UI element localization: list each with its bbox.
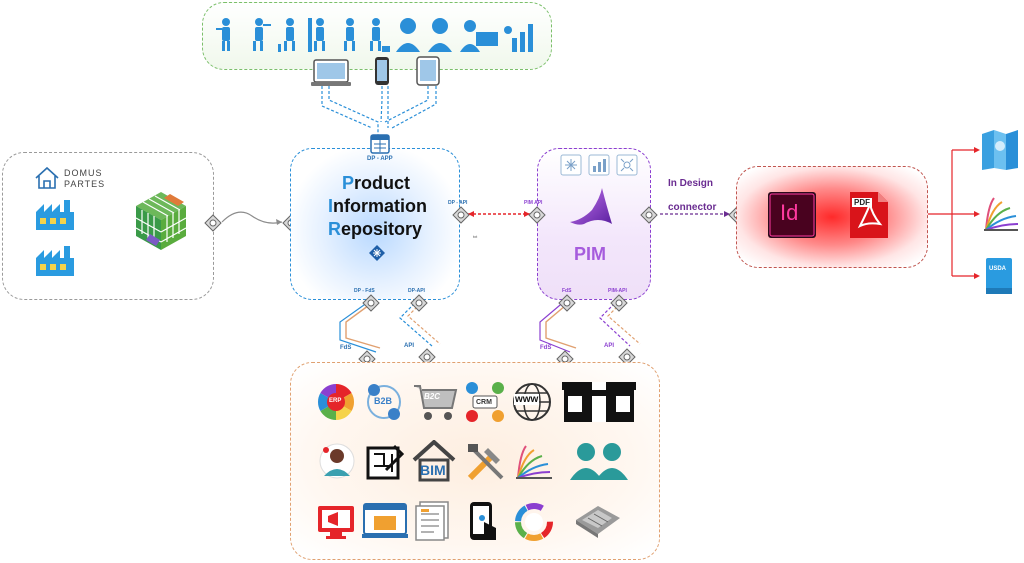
pir-title-line-2: Information xyxy=(328,196,428,216)
left-fds-label: FdS xyxy=(340,345,352,351)
pir-link-label: txt xyxy=(473,234,478,239)
right-fds-label: FdS xyxy=(540,345,552,351)
document-icon xyxy=(414,500,452,542)
link-phone-app xyxy=(380,86,383,123)
link-pim-fds-down xyxy=(539,299,571,353)
link-laptop-app xyxy=(328,86,379,136)
node-pim-right xyxy=(640,206,658,224)
b2b-label: B2B xyxy=(374,396,393,406)
erp-icon xyxy=(316,382,356,422)
node-pir-fds xyxy=(362,294,380,312)
pim-logo-icon xyxy=(568,186,614,228)
link-output-branches xyxy=(928,149,978,277)
link-pim-api-down xyxy=(599,299,631,347)
erp-label: ERP xyxy=(329,398,342,404)
node-pim-fds xyxy=(558,294,576,312)
worker-icon-1 xyxy=(216,18,230,51)
factory-icon-1 xyxy=(34,200,76,232)
web-shop-icon xyxy=(362,502,408,542)
house-icon xyxy=(34,166,60,190)
pir-logo-icon xyxy=(368,244,386,262)
pim-title: PIM xyxy=(574,244,607,264)
store-icon xyxy=(562,382,636,422)
cycle-wheel-icon xyxy=(514,502,554,542)
pir-title-line-3: Repository xyxy=(328,219,423,239)
indesign-label-line2: connector xyxy=(668,202,717,213)
pir-port-fds-label: DP - FdS xyxy=(354,288,375,294)
data-cube-icon xyxy=(134,190,188,252)
catalog-chart-icon xyxy=(982,194,1020,234)
pir-app-label: DP - APP xyxy=(367,156,393,162)
person-icon xyxy=(428,18,452,52)
users-icons xyxy=(212,14,552,54)
team-icon xyxy=(568,440,630,482)
user-avatar-icon xyxy=(318,442,356,480)
tools-icon xyxy=(466,442,506,482)
node-pim-left xyxy=(528,206,546,224)
node-pir-api xyxy=(410,294,428,312)
b2c-cart-icon xyxy=(412,382,458,422)
node-pim-api xyxy=(610,294,628,312)
worker-icon-5 xyxy=(344,18,355,51)
worker-icon-2 xyxy=(253,18,271,51)
www-label: www xyxy=(514,394,540,405)
tablet-icon xyxy=(416,56,440,86)
pir-port-api-label: DP-API xyxy=(408,288,425,294)
pim-feature-icon-3 xyxy=(616,154,638,176)
right-api-label: API xyxy=(604,343,615,349)
phone-icon xyxy=(374,56,390,86)
support-agent-icon xyxy=(396,18,420,52)
worker-icon-3 xyxy=(278,18,295,52)
pir-title-line-1: Product xyxy=(342,173,411,193)
link-tablet-app xyxy=(384,86,429,123)
b2c-label: B2C xyxy=(424,392,441,401)
indesign-icon xyxy=(768,192,816,238)
pim-feature-icons xyxy=(560,154,640,176)
brand-line1: DOMUS xyxy=(64,168,103,178)
blueprint-icon xyxy=(366,444,404,480)
worker-icon-6 xyxy=(370,18,390,52)
app-window-icon xyxy=(370,134,390,154)
brand-line2: PARTES xyxy=(64,179,106,189)
pir-panel xyxy=(290,148,460,300)
indesign-label-line1: In Design xyxy=(668,178,714,189)
pir-api-label: DP - API xyxy=(448,200,468,206)
factory-icon-2 xyxy=(34,246,76,278)
marketing-screen-icon xyxy=(316,502,356,542)
link-pir-api-down xyxy=(399,299,433,347)
manual-book-label: USDA xyxy=(989,266,1007,272)
pim-port-fds-label: FdS xyxy=(562,288,572,294)
indesign-icon-label: Id xyxy=(780,200,799,225)
node-left-out xyxy=(204,214,222,232)
brochure-icon xyxy=(980,128,1020,172)
left-api-label: API xyxy=(404,343,415,349)
bim-house-icon xyxy=(412,440,456,482)
pdf-icon-label: PDF xyxy=(852,198,872,207)
manual-book-icon xyxy=(984,256,1014,296)
bim-label: BIM xyxy=(420,462,446,478)
publishing-panel xyxy=(736,166,928,268)
laptop-icon xyxy=(311,58,351,88)
worker-icon-4 xyxy=(308,18,325,52)
catalog-icon xyxy=(514,442,554,482)
pir-title: Product Information Repository xyxy=(320,172,460,241)
b2b-icon xyxy=(364,382,404,422)
building-plan-icon xyxy=(572,502,622,540)
presenter-icon xyxy=(460,20,498,52)
link-pir-fds-down xyxy=(339,299,377,353)
node-pir-right xyxy=(452,206,470,224)
pim-api-label: PIM API xyxy=(524,200,543,206)
crm-icon xyxy=(464,380,506,424)
link-left-to-pir xyxy=(221,211,283,224)
crm-label: CRM xyxy=(476,399,492,406)
touch-phone-icon xyxy=(466,500,500,542)
pim-port-api-label: PIM-API xyxy=(608,288,627,294)
growth-icon xyxy=(504,24,533,52)
